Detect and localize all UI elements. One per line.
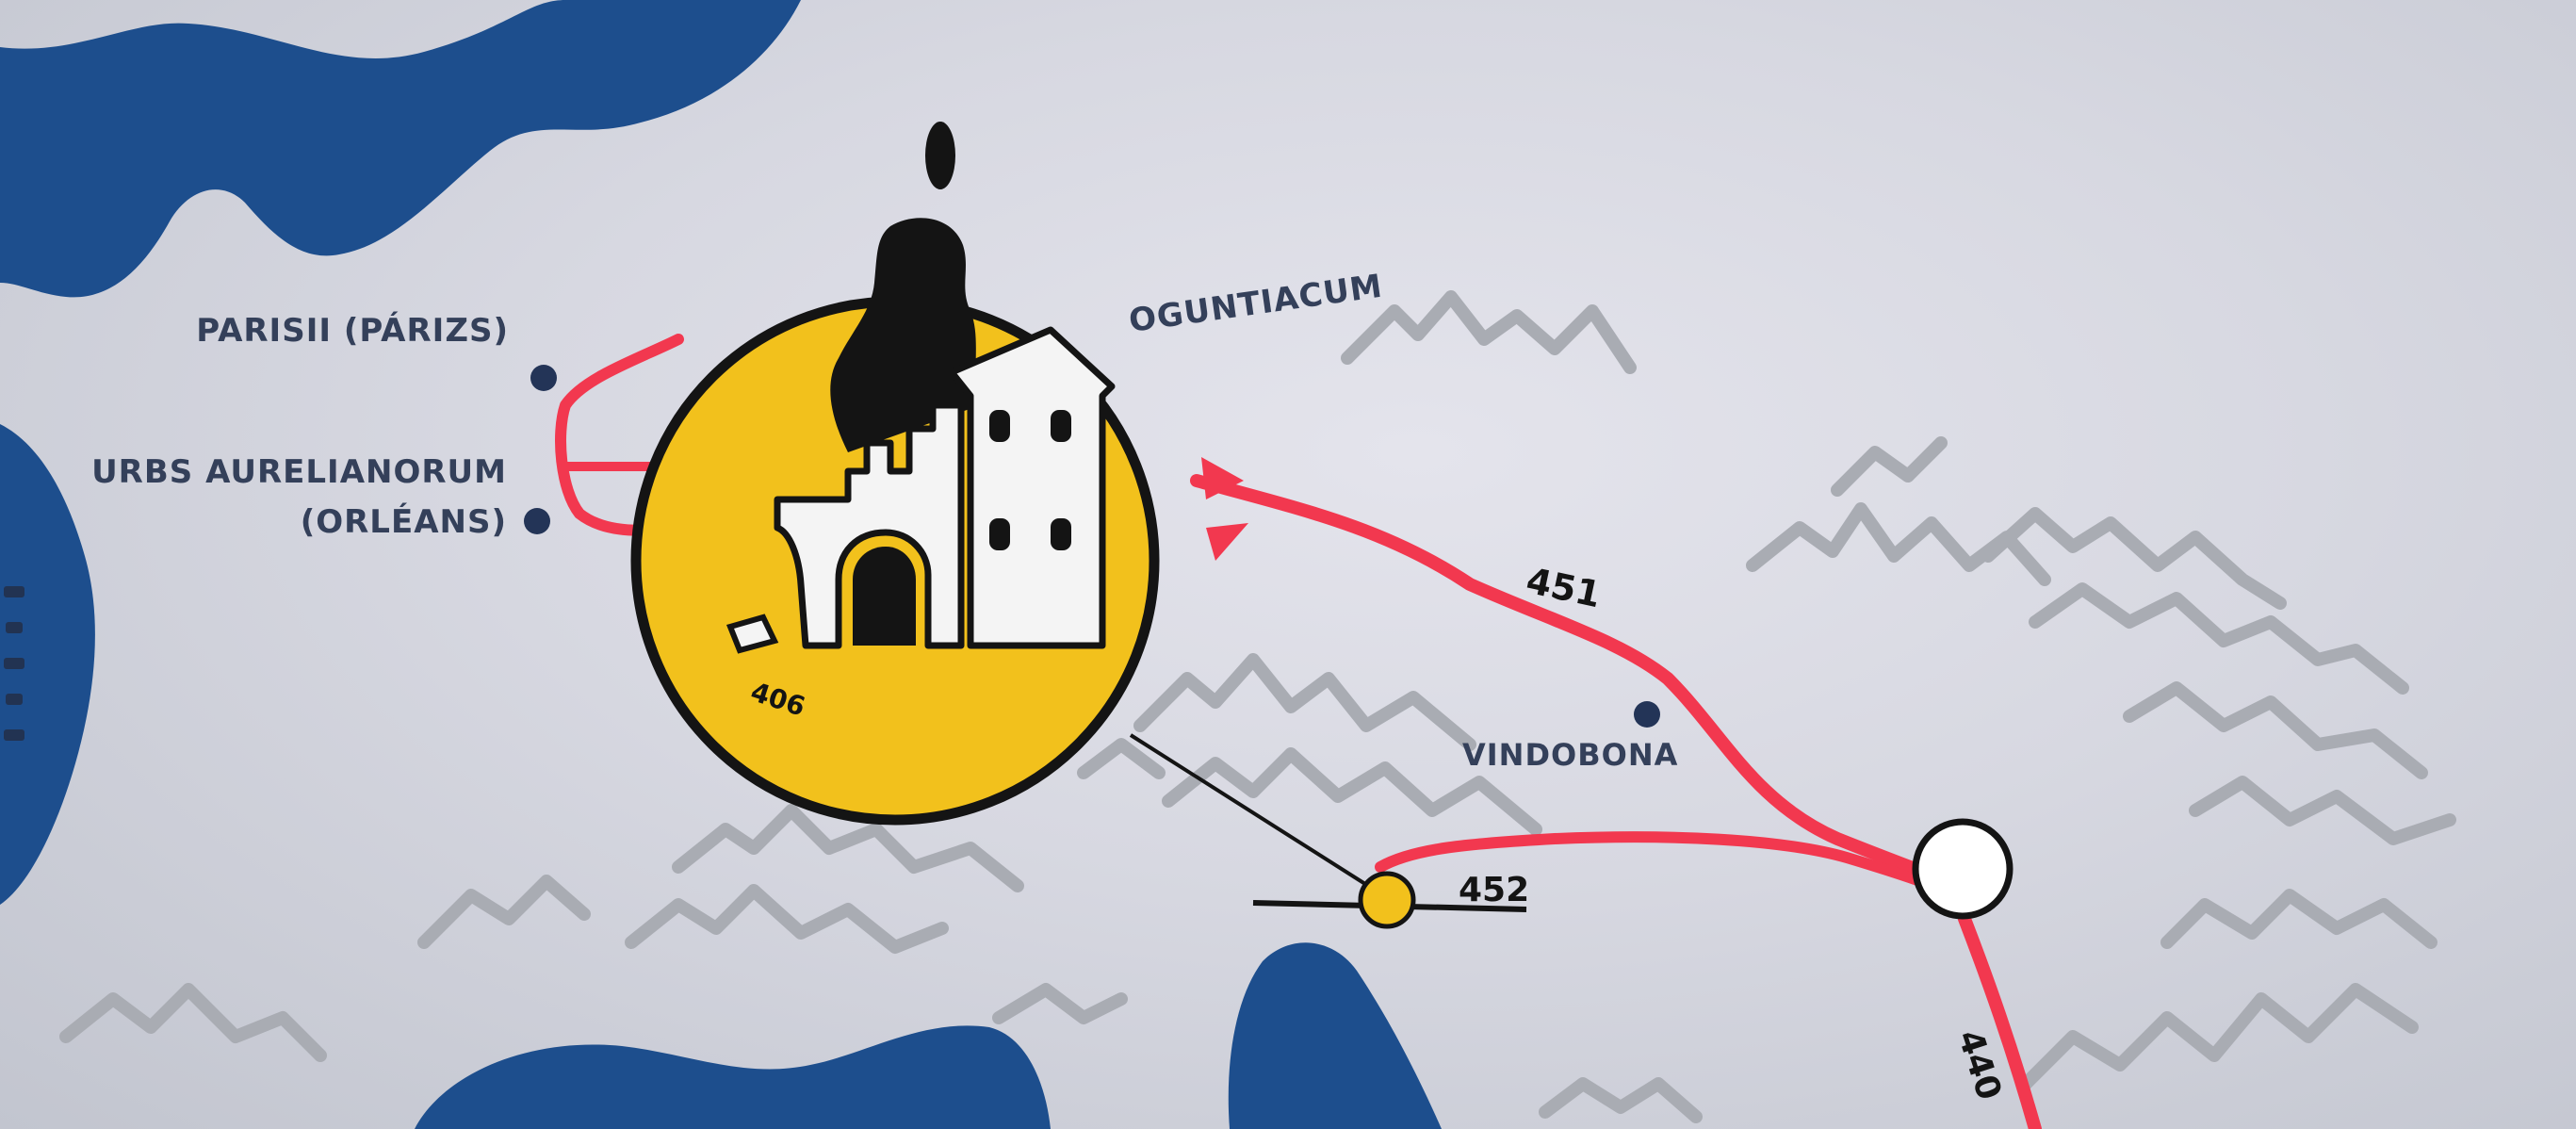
tower-window-4 [1051, 518, 1071, 550]
route-number-452: 452 [1459, 871, 1529, 909]
label-moguntiacum: OGUNTIACUM [1127, 268, 1385, 340]
tower-window-1 [989, 410, 1010, 442]
arrowhead-lower [1206, 523, 1248, 561]
route-arrowheads [1201, 457, 1248, 561]
smoke-silhouette [830, 218, 980, 452]
route-440-line[interactable] [1958, 912, 2042, 1129]
mountain-range-far-southwest [59, 983, 327, 1062]
mountain-range-southwest-2 [625, 884, 949, 954]
battle-marker-dot[interactable] [1358, 871, 1416, 929]
mountain-range-east-4 [2029, 582, 2409, 695]
route-number-440: 440 [1949, 1025, 2008, 1104]
mountain-range-central-1 [1133, 653, 1476, 751]
mountain-range-east-3 [1981, 507, 2287, 610]
tower-window-3 [989, 518, 1010, 550]
mountain-range-central-2 [1162, 747, 1542, 836]
route-west-loop[interactable] [555, 334, 684, 536]
mountain-range-southeast [2019, 983, 2419, 1090]
label-vindobona: VINDOBONA [1462, 737, 1678, 773]
mountain-ranges [59, 290, 2456, 1123]
tower-window-2 [1051, 410, 1071, 442]
mountain-range-south-1 [992, 983, 1128, 1024]
routes [555, 334, 2042, 1129]
mountain-range-southwest-3 [417, 875, 591, 949]
ruined-wall [774, 401, 965, 649]
route-451-line[interactable] [1190, 474, 1966, 892]
rubble-stone [726, 614, 779, 654]
label-aurelianorum: URBS AURELIANORUM [91, 453, 507, 491]
city-dot-parisii[interactable] [530, 365, 557, 391]
city-dots [524, 365, 1660, 728]
northern-map-point [925, 122, 955, 189]
water-bodies [0, 0, 1442, 1129]
castle-arch [853, 547, 916, 646]
southern-sea-water [415, 1025, 1051, 1129]
mountain-range-southeast-2 [2160, 889, 2437, 949]
mountain-range-south-2 [1539, 1077, 1703, 1123]
mountain-range-central-3 [1077, 738, 1166, 779]
mountain-range-southwest-1 [672, 804, 1024, 892]
route-452-line[interactable] [1375, 831, 1951, 896]
castle-tower [948, 326, 1116, 649]
label-parisii: PARISII (PÁRIZS) [196, 311, 509, 350]
medallion-connector-line [1129, 733, 1378, 892]
mountain-range-east-6 [2189, 776, 2456, 845]
city-dot-vindobona[interactable] [1634, 701, 1660, 728]
mountain-range-north [1341, 290, 1637, 374]
north-sea-water [0, 0, 801, 298]
junction-circle[interactable] [1912, 818, 2014, 920]
city-dot-aurelianorum[interactable] [524, 508, 550, 534]
arrowhead-upper [1201, 457, 1244, 499]
ruined-castle-icon [726, 218, 1116, 654]
atlantic-coast-water [0, 424, 95, 905]
event-medallion[interactable]: 406 [630, 218, 1160, 826]
bay-water [1228, 942, 1442, 1129]
label-aurelianorum-line2: (ORLÉANS) [301, 502, 507, 541]
mountain-range-east-5 [2123, 681, 2428, 779]
coast-hatch-marks [4, 586, 24, 741]
mountain-range-east-2 [1831, 436, 1948, 497]
